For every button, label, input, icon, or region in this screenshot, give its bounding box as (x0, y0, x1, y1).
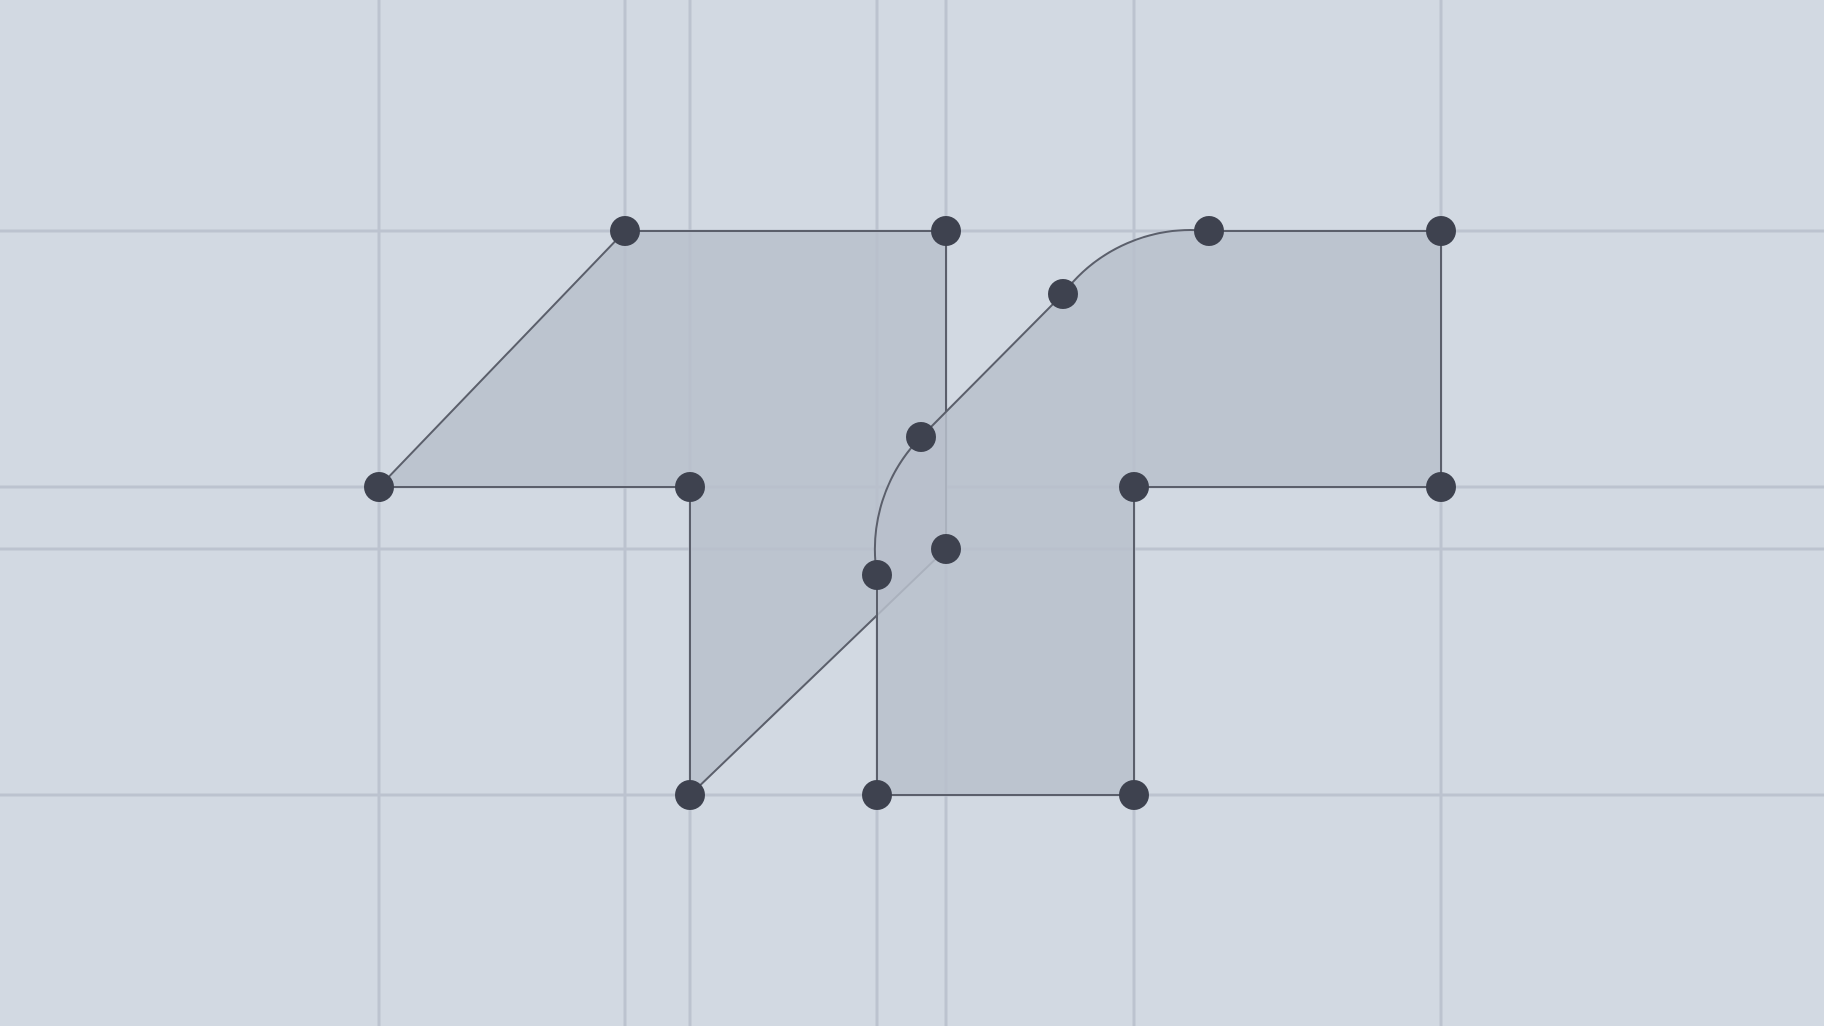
vertex-handle[interactable] (1119, 780, 1149, 810)
vertex-handle[interactable] (675, 472, 705, 502)
vertex-handle[interactable] (675, 780, 705, 810)
vertex-handle[interactable] (1048, 279, 1078, 309)
vertex-handle[interactable] (1426, 216, 1456, 246)
vertex-handle[interactable] (862, 780, 892, 810)
vertex-handle[interactable] (610, 216, 640, 246)
vertex-handle[interactable] (862, 560, 892, 590)
node-layer (364, 216, 1456, 810)
vertex-handle[interactable] (1426, 472, 1456, 502)
vertex-handle[interactable] (931, 534, 961, 564)
vertex-handle[interactable] (931, 216, 961, 246)
vertex-handle[interactable] (364, 472, 394, 502)
vertex-handle[interactable] (1119, 472, 1149, 502)
vertex-handle[interactable] (1194, 216, 1224, 246)
vertex-handle[interactable] (906, 422, 936, 452)
